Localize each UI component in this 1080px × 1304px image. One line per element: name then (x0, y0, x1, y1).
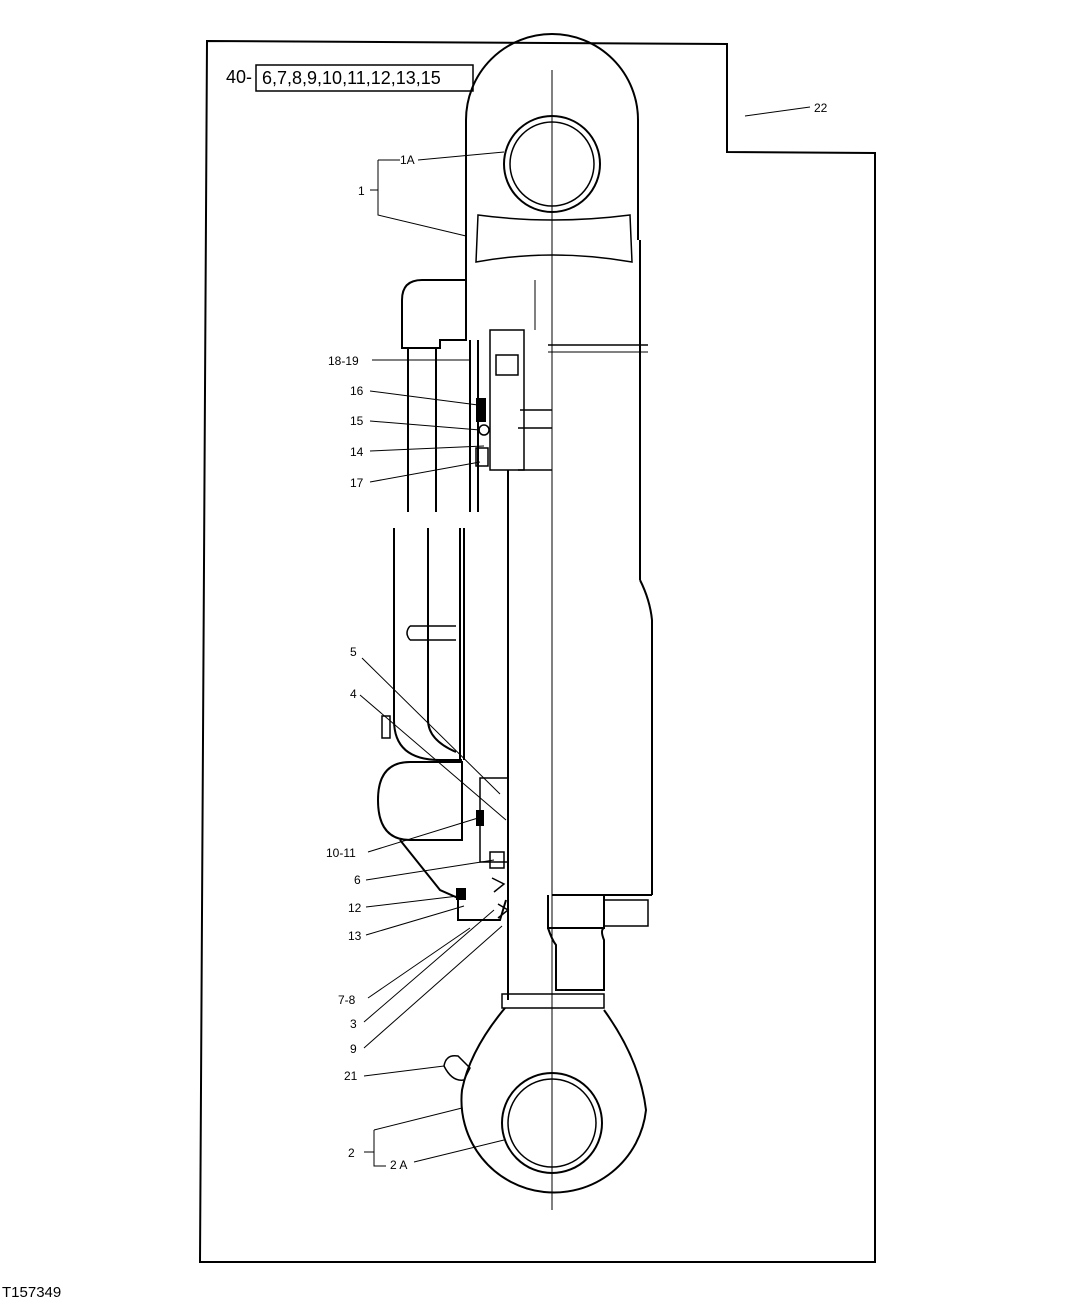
rod-eye (460, 1007, 648, 1194)
callout-17: 17 (350, 476, 364, 490)
callout-7-8: 7-8 (338, 993, 356, 1007)
diagram-frame (198, 39, 876, 1263)
piston-rod (459, 470, 509, 1000)
oil-tube (393, 348, 456, 720)
head-eye (465, 33, 639, 263)
callout-22: 22 (814, 101, 828, 115)
callout-9: 9 (350, 1042, 357, 1056)
kit-label-items: 6,7,8,9,10,11,12,13,15 (262, 68, 441, 88)
callout-5: 5 (350, 645, 357, 659)
grease-fitting (443, 1054, 471, 1081)
callout-16: 16 (350, 384, 364, 398)
callout-2: 2 (348, 1146, 355, 1160)
lower-port-elbow (376, 715, 463, 841)
callout-4: 4 (350, 687, 357, 701)
callout-14: 14 (350, 445, 364, 459)
callouts: 1A 1 22 18-19 16 15 14 17 5 4 10-11 6 12… (326, 101, 828, 1172)
figure-id: T157349 (2, 1284, 62, 1301)
callout-13: 13 (348, 929, 362, 943)
callout-15: 15 (350, 414, 364, 428)
kit-label-box (255, 64, 474, 92)
callout-2a: 2 A (390, 1158, 407, 1172)
callout-10-11: 10-11 (326, 846, 356, 860)
callout-6: 6 (354, 873, 361, 887)
cylinder-barrel (465, 230, 653, 896)
callout-12: 12 (348, 901, 362, 915)
top-port-elbow (401, 279, 467, 349)
callout-18-19: 18-19 (328, 354, 359, 368)
kit-label: 40- 6,7,8,9,10,11,12,13,15 (226, 64, 474, 92)
rod-gland (399, 777, 510, 921)
callout-1a: 1A (400, 153, 415, 167)
callout-1: 1 (358, 184, 365, 198)
rod-collar (501, 895, 649, 1009)
piston (469, 280, 552, 512)
callout-3: 3 (350, 1017, 357, 1031)
callout-21: 21 (344, 1069, 358, 1083)
leader-lines (359, 106, 811, 1167)
kit-label-prefix: 40- (226, 67, 252, 87)
